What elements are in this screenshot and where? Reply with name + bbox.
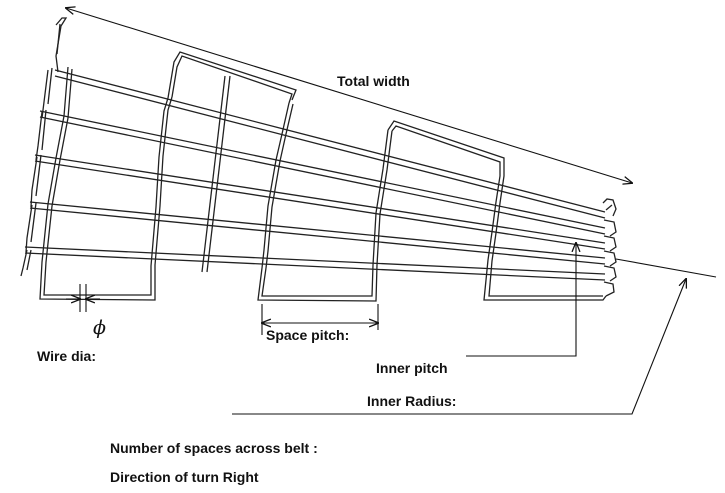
total-width-label: Total width bbox=[337, 73, 410, 89]
rod-1-top bbox=[54, 69, 606, 213]
inner-pitch-label: Inner pitch bbox=[376, 360, 448, 376]
dimension-lines bbox=[66, 8, 717, 415]
spaces-across-label: Number of spaces across belt : bbox=[110, 440, 318, 456]
rod-4-bottom bbox=[29, 207, 606, 265]
rods bbox=[24, 69, 606, 281]
inner-pitch-line bbox=[466, 243, 576, 357]
loop-section-1 bbox=[39, 66, 173, 301]
loop-section-3 bbox=[257, 129, 393, 302]
support-bar bbox=[201, 75, 231, 273]
inner-radius-label: Inner Radius: bbox=[367, 393, 457, 409]
rod-5-top bbox=[24, 246, 606, 275]
centre-extension bbox=[615, 258, 717, 278]
wire-dia-symbol: ϕ bbox=[93, 317, 106, 339]
rod-4-top bbox=[29, 201, 606, 259]
wire-dia-label: Wire dia: bbox=[37, 348, 96, 364]
right-hooks bbox=[602, 198, 617, 297]
rod-1-bottom bbox=[54, 75, 606, 219]
direction-label: Direction of turn Right bbox=[110, 469, 259, 485]
left-hooks bbox=[20, 17, 68, 277]
space-pitch-label: Space pitch: bbox=[266, 327, 350, 343]
total-width-arrow bbox=[66, 8, 632, 183]
inner-radius-line bbox=[232, 279, 686, 415]
rod-5-bottom bbox=[24, 252, 606, 281]
